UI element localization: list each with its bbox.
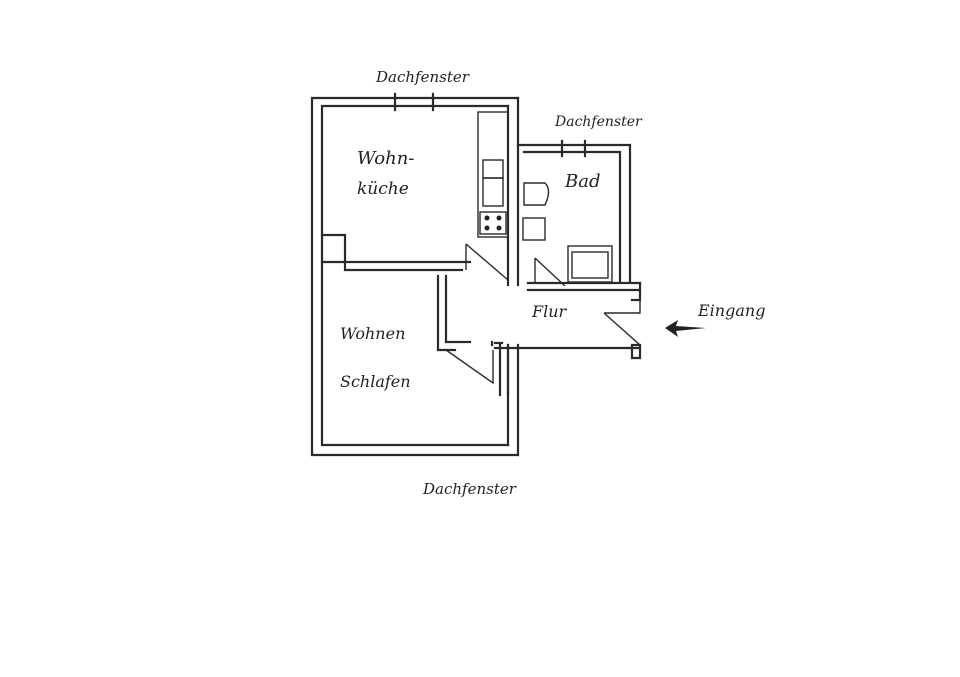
sink xyxy=(522,217,546,241)
bath-fixtures xyxy=(522,182,613,283)
label-entrance: Eingang xyxy=(697,301,765,320)
skylight-marks xyxy=(393,92,587,158)
label-kitchen-1: Wohn- xyxy=(357,148,414,169)
label-bath: Bad xyxy=(564,171,600,192)
label-skylight-bottom: Dachfenster xyxy=(422,480,517,498)
entrance-arrow-icon xyxy=(665,320,706,337)
label-living-1: Wohnen xyxy=(340,324,405,343)
label-skylight-bath: Dachfenster xyxy=(554,114,643,130)
doors xyxy=(445,243,641,385)
label-skylight-top: Dachfenster xyxy=(375,68,470,86)
label-hall: Flur xyxy=(531,302,568,321)
shower-tray xyxy=(567,245,613,283)
toilet xyxy=(523,182,550,206)
label-living-2: Schlafen xyxy=(340,372,411,391)
label-kitchen-2: küche xyxy=(357,179,409,199)
kitchen-counter xyxy=(477,111,509,238)
